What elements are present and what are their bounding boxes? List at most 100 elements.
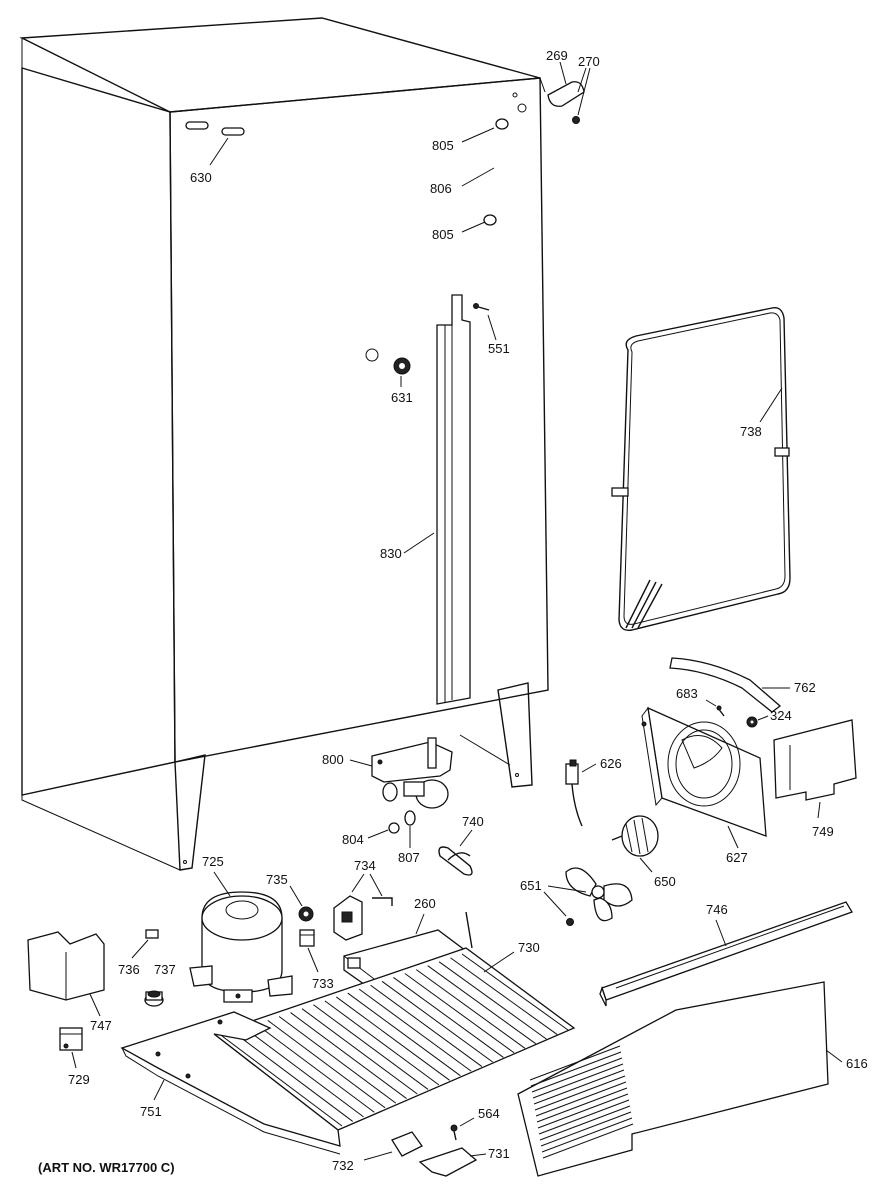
part-650-fan-motor: [611, 815, 659, 873]
part-734-overload: [333, 873, 393, 941]
part-730-condenser: [212, 911, 576, 1131]
label-651: 651: [520, 878, 542, 893]
part-729-capacitor: [59, 1027, 83, 1069]
part-731-clip: [418, 1147, 487, 1177]
condenser-tube: [244, 1027, 364, 1118]
label-800: 800: [322, 752, 344, 767]
part-804-fitting: [367, 822, 400, 839]
label-804: 804: [342, 832, 364, 847]
condenser-tube: [267, 1019, 386, 1109]
condenser-tube: [278, 1016, 397, 1104]
grille-slot: [537, 1093, 629, 1129]
label-762: 762: [794, 680, 816, 695]
label-805-bottom: 805: [432, 227, 454, 242]
part-683-screw: [705, 699, 725, 717]
part-labels: 269 270 805 806 805 630 551 631 738 830 …: [68, 48, 868, 1173]
part-746-rail: [599, 901, 853, 1007]
condenser-tube: [335, 996, 450, 1081]
label-740: 740: [462, 814, 484, 829]
grille-slot: [531, 1057, 623, 1093]
part-551-screw: [473, 303, 497, 341]
label-551: 551: [488, 341, 510, 356]
grille-slot: [533, 1069, 625, 1105]
label-730: 730: [518, 940, 540, 955]
label-627: 627: [726, 850, 748, 865]
condenser-tube: [450, 957, 558, 1035]
condenser-tube: [381, 980, 493, 1063]
label-630: 630: [190, 170, 212, 185]
part-749-panel: [773, 719, 857, 819]
grille-slot: [535, 1081, 627, 1117]
label-751: 751: [140, 1104, 162, 1119]
part-616-grille: [517, 981, 843, 1177]
part-751-base-tray: [120, 1011, 341, 1155]
condenser-tube: [461, 953, 569, 1031]
part-735-grommet: [289, 885, 314, 922]
condenser-tube: [313, 1004, 429, 1090]
label-746: 746: [706, 902, 728, 917]
label-650: 650: [654, 874, 676, 889]
art-number: (ART NO. WR17700 C): [38, 1160, 175, 1175]
label-269: 269: [546, 48, 568, 63]
condenser-tube: [255, 1023, 375, 1113]
label-626: 626: [600, 756, 622, 771]
label-736: 736: [118, 962, 140, 977]
label-737: 737: [154, 962, 176, 977]
grille-slot: [542, 1123, 634, 1159]
part-651-fan-blade: [543, 867, 633, 926]
grille-slot: [539, 1105, 631, 1141]
label-324: 324: [770, 708, 792, 723]
part-631-grommet: [393, 357, 411, 387]
part-725-compressor: [189, 871, 293, 1003]
part-800-water-valve: [349, 737, 453, 809]
part-732-pad: [363, 1131, 423, 1161]
label-631: 631: [391, 390, 413, 405]
grille-slot: [532, 1063, 624, 1099]
label-732: 732: [332, 1158, 354, 1173]
label-734: 734: [354, 858, 376, 873]
label-564: 564: [478, 1106, 500, 1121]
label-725: 725: [202, 854, 224, 869]
part-740-clip: [438, 829, 473, 876]
label-260: 260: [414, 896, 436, 911]
part-830-channel: [403, 294, 471, 705]
part-747-cover: [27, 931, 105, 1017]
condenser-tube: [370, 984, 483, 1067]
label-747: 747: [90, 1018, 112, 1033]
part-626-switch: [565, 759, 597, 827]
part-324-grommet: [746, 715, 769, 728]
grille-slot: [540, 1111, 632, 1147]
label-738: 738: [740, 424, 762, 439]
label-805-top: 805: [432, 138, 454, 153]
label-733: 733: [312, 976, 334, 991]
refrigerator-cabinet: [19, 17, 549, 871]
condenser-tube: [233, 1031, 354, 1122]
condenser-tube: [415, 969, 526, 1049]
label-683: 683: [676, 686, 698, 701]
part-807-fitting: [404, 810, 416, 848]
part-737-grommet: [144, 990, 164, 1007]
part-762-strip: [669, 657, 790, 713]
grille-slot: [534, 1075, 626, 1111]
part-738-wire-loop: [611, 307, 791, 631]
label-806: 806: [430, 181, 452, 196]
grille-slot: [530, 1051, 622, 1087]
grille-slot: [529, 1045, 621, 1081]
part-269-270-bracket: [547, 61, 591, 124]
grille-slot: [536, 1087, 628, 1123]
label-729: 729: [68, 1072, 90, 1087]
label-616: 616: [846, 1056, 868, 1071]
part-627-fan-shroud: [641, 706, 767, 849]
condenser-tube: [290, 1012, 407, 1099]
grille-slot: [541, 1117, 633, 1153]
grille-slot: [538, 1099, 630, 1135]
label-731: 731: [488, 1146, 510, 1161]
part-736-clip: [131, 929, 159, 959]
part-630-slots: [185, 121, 245, 166]
condenser-tube: [404, 973, 515, 1054]
condenser-tube: [438, 961, 547, 1040]
label-749: 749: [812, 824, 834, 839]
part-806-tube: [461, 118, 509, 233]
condenser-tube: [393, 977, 504, 1058]
